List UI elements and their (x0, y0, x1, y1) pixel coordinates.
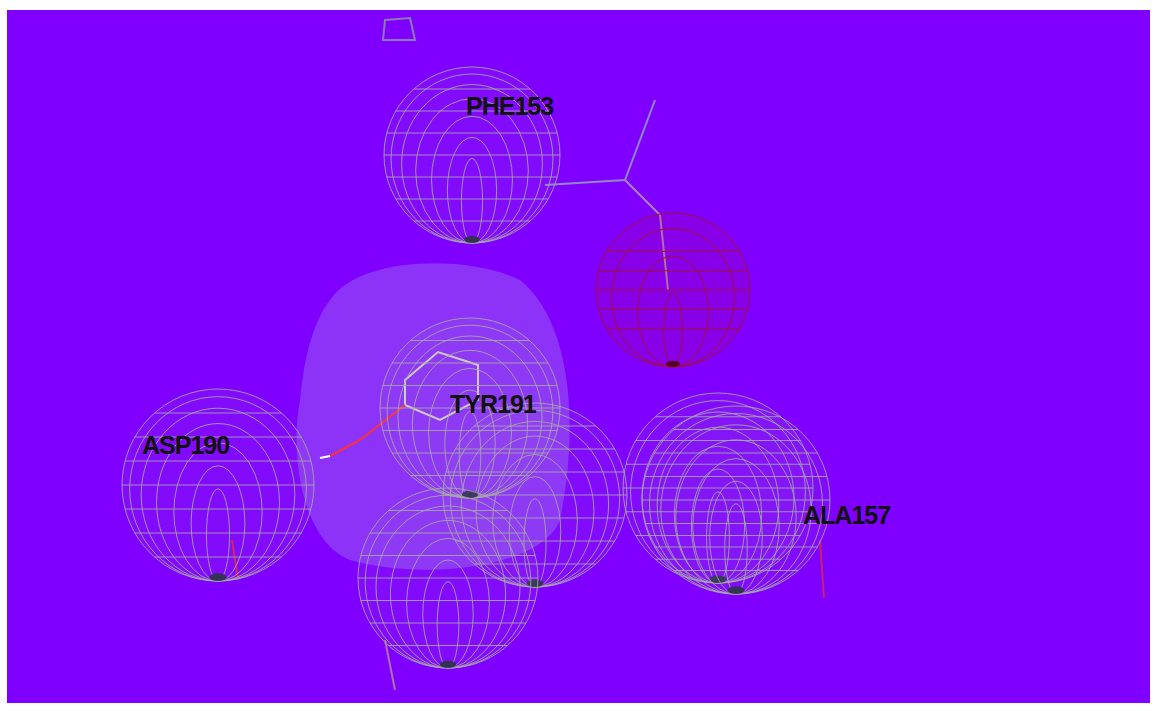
residue-label: TYR191 (450, 392, 536, 417)
viewport-ground (7, 10, 1150, 703)
residue-label: ASP190 (142, 433, 229, 458)
residue-label: PHE153 (466, 94, 553, 119)
residue-label: ALA157 (803, 503, 890, 528)
